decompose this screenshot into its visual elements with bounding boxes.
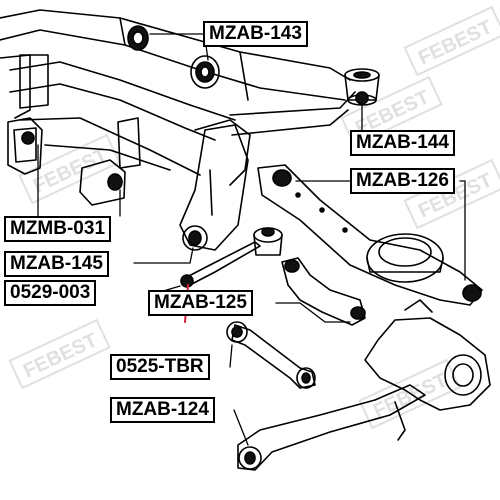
knuckle-mzab-145	[179, 124, 249, 251]
hub-knuckle	[364, 299, 491, 411]
label-mzab-144: MZAB-144	[350, 130, 455, 156]
subframe	[0, 9, 356, 186]
leader-0525-tbr	[229, 344, 233, 368]
bushing-mzab-143-a	[127, 25, 149, 51]
bushing-mzab-143-b	[190, 55, 220, 89]
label-0525-tbr: 0525-TBR	[110, 354, 210, 380]
trailing-arm-mzab-124	[237, 384, 426, 471]
spring-seat	[253, 227, 283, 256]
label-mzab-145: MZAB-145	[4, 251, 109, 277]
upper-arm-mzab-125	[281, 257, 366, 326]
lower-arm-mzab-126	[257, 164, 483, 306]
label-mzab-143: MZAB-143	[203, 21, 308, 47]
label-mzab-124: MZAB-124	[110, 397, 215, 423]
bushing-mzab-144	[344, 68, 380, 106]
leader-mzmb-031	[37, 144, 121, 217]
bracket-mzmb-031	[7, 54, 141, 206]
rod-0525-tbr	[226, 321, 316, 389]
leader-lines	[37, 33, 466, 446]
leader-mzab-145	[133, 247, 194, 264]
leader-mzab-125	[275, 302, 351, 323]
leader-mzab-126	[295, 180, 466, 281]
label-0529-003: 0529-003	[4, 280, 97, 306]
label-mzmb-031: MZMB-031	[4, 216, 112, 242]
label-mzab-125: MZAB-125	[148, 290, 253, 316]
link-0529-003	[180, 241, 261, 288]
leader-mzab-124	[233, 409, 249, 446]
label-mzab-126: MZAB-126	[350, 168, 455, 194]
